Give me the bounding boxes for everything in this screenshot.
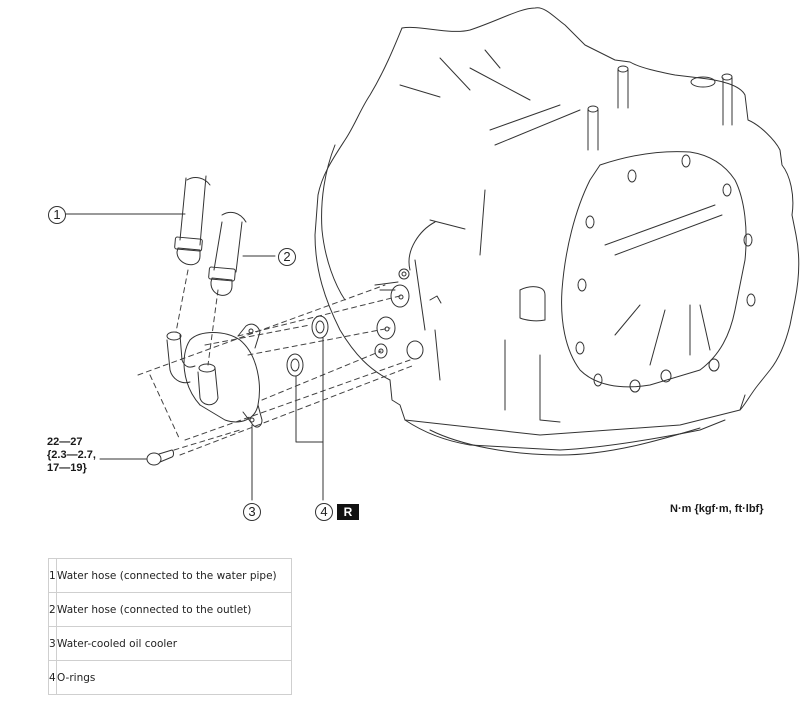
parts-legend-table: 1 Water hose (connected to the water pip… (48, 558, 292, 695)
alignment-dashed-lines (137, 269, 413, 456)
part-description: Water hose (connected to the outlet) (56, 592, 292, 627)
water-hose-1-drawing (174, 175, 211, 266)
torque-spec-line: 17—19} (47, 462, 87, 474)
part-description: Water hose (connected to the water pipe) (56, 558, 292, 593)
part-description: O-rings (56, 660, 292, 695)
callout-2: 2 (278, 248, 296, 266)
diagram-drawing (65, 7, 800, 501)
oil-cooler-drawing (166, 323, 263, 428)
transmission-case-drawing (314, 7, 800, 456)
leader-lines (65, 213, 324, 501)
o-rings-drawing (286, 315, 329, 377)
table-row: 4 O-rings (48, 660, 292, 695)
bolt-drawing (146, 449, 174, 466)
part-description: Water-cooled oil cooler (56, 626, 292, 661)
table-row: 1 Water hose (connected to the water pip… (48, 558, 292, 593)
exploded-diagram: 1 2 3 4 R 22—27 {2.3—2.7, 17—19} N·m {kg… (47, 7, 800, 521)
case-mounting-bosses (374, 268, 442, 360)
table-row: 3 Water-cooled oil cooler (48, 626, 292, 661)
part-number: 3 (48, 626, 57, 661)
part-number: 4 (48, 660, 57, 695)
part-number: 1 (48, 558, 57, 593)
table-row: 2 Water hose (connected to the outlet) (48, 592, 292, 627)
torque-spec-line: {2.3—2.7, (47, 449, 96, 461)
part-number: 2 (48, 592, 57, 627)
torque-spec: 22—27 {2.3—2.7, 17—19} (47, 436, 96, 475)
replace-badge: R (337, 504, 359, 520)
water-hose-2-drawing (208, 211, 247, 296)
torque-units-label: N·m {kgf·m, ft·lbf} (670, 503, 764, 515)
torque-spec-line: 22—27 (47, 436, 83, 448)
callout-1: 1 (48, 206, 66, 224)
callout-3: 3 (243, 503, 261, 521)
callout-4: 4 (315, 503, 333, 521)
